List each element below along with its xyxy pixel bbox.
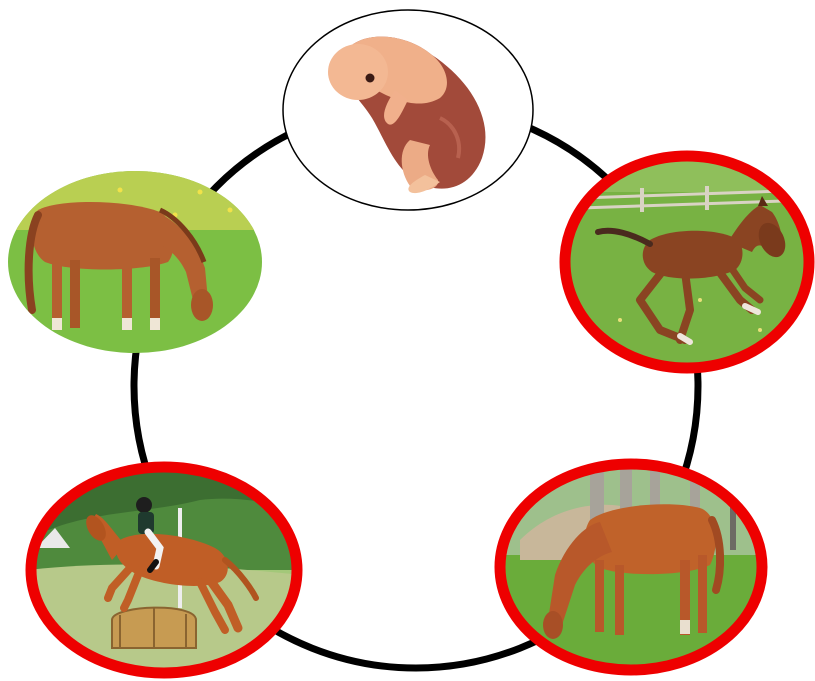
stage-yearling (495, 460, 770, 680)
stage-adult-horse (5, 170, 265, 355)
stage-riding-horse (28, 465, 303, 680)
stage-embryo (283, 10, 533, 210)
stage-foal (560, 150, 815, 380)
adult-horse-image (5, 170, 265, 355)
